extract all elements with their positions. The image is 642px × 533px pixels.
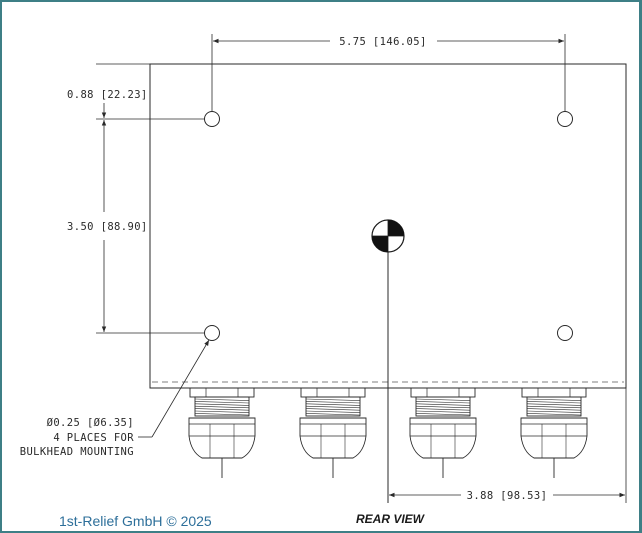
dimension-hole-spacing-horizontal [211, 34, 566, 112]
mounting-hole-top-left [204, 111, 220, 127]
hole-note-line-2: 4 PLACES FOR [53, 432, 134, 444]
dimension-label-horizontal: 5.75 [146.05] [339, 36, 426, 48]
hole-note-line-3: BULKHEAD MOUNTING [20, 446, 134, 458]
dimension-center-offset [389, 388, 627, 503]
mounting-hole-bottom-right [557, 325, 573, 341]
dimension-label-center-offset: 3.88 [98.53] [467, 490, 548, 502]
mounting-hole-top-right [557, 111, 573, 127]
view-title: REAR VIEW [356, 512, 425, 526]
cable-gland [299, 387, 367, 478]
cable-gland [409, 387, 477, 478]
dimension-label-edge-to-hole: 0.88 [22.23] [67, 89, 148, 101]
hole-note-leader [138, 339, 210, 438]
center-of-gravity-symbol [371, 219, 405, 253]
cable-gland [520, 387, 588, 478]
mounting-hole-bottom-left [204, 325, 220, 341]
dimension-label-vertical: 3.50 [88.90] [67, 221, 148, 233]
cable-glands [188, 387, 588, 478]
dimension-hole-spacing-vertical [96, 120, 205, 334]
cable-gland [188, 387, 256, 478]
hole-note-line-1: Ø0.25 [Ø6.35] [47, 417, 134, 429]
copyright-text: 1st-Relief GmbH © 2025 [59, 513, 212, 529]
dimension-edge-to-hole [96, 63, 205, 120]
